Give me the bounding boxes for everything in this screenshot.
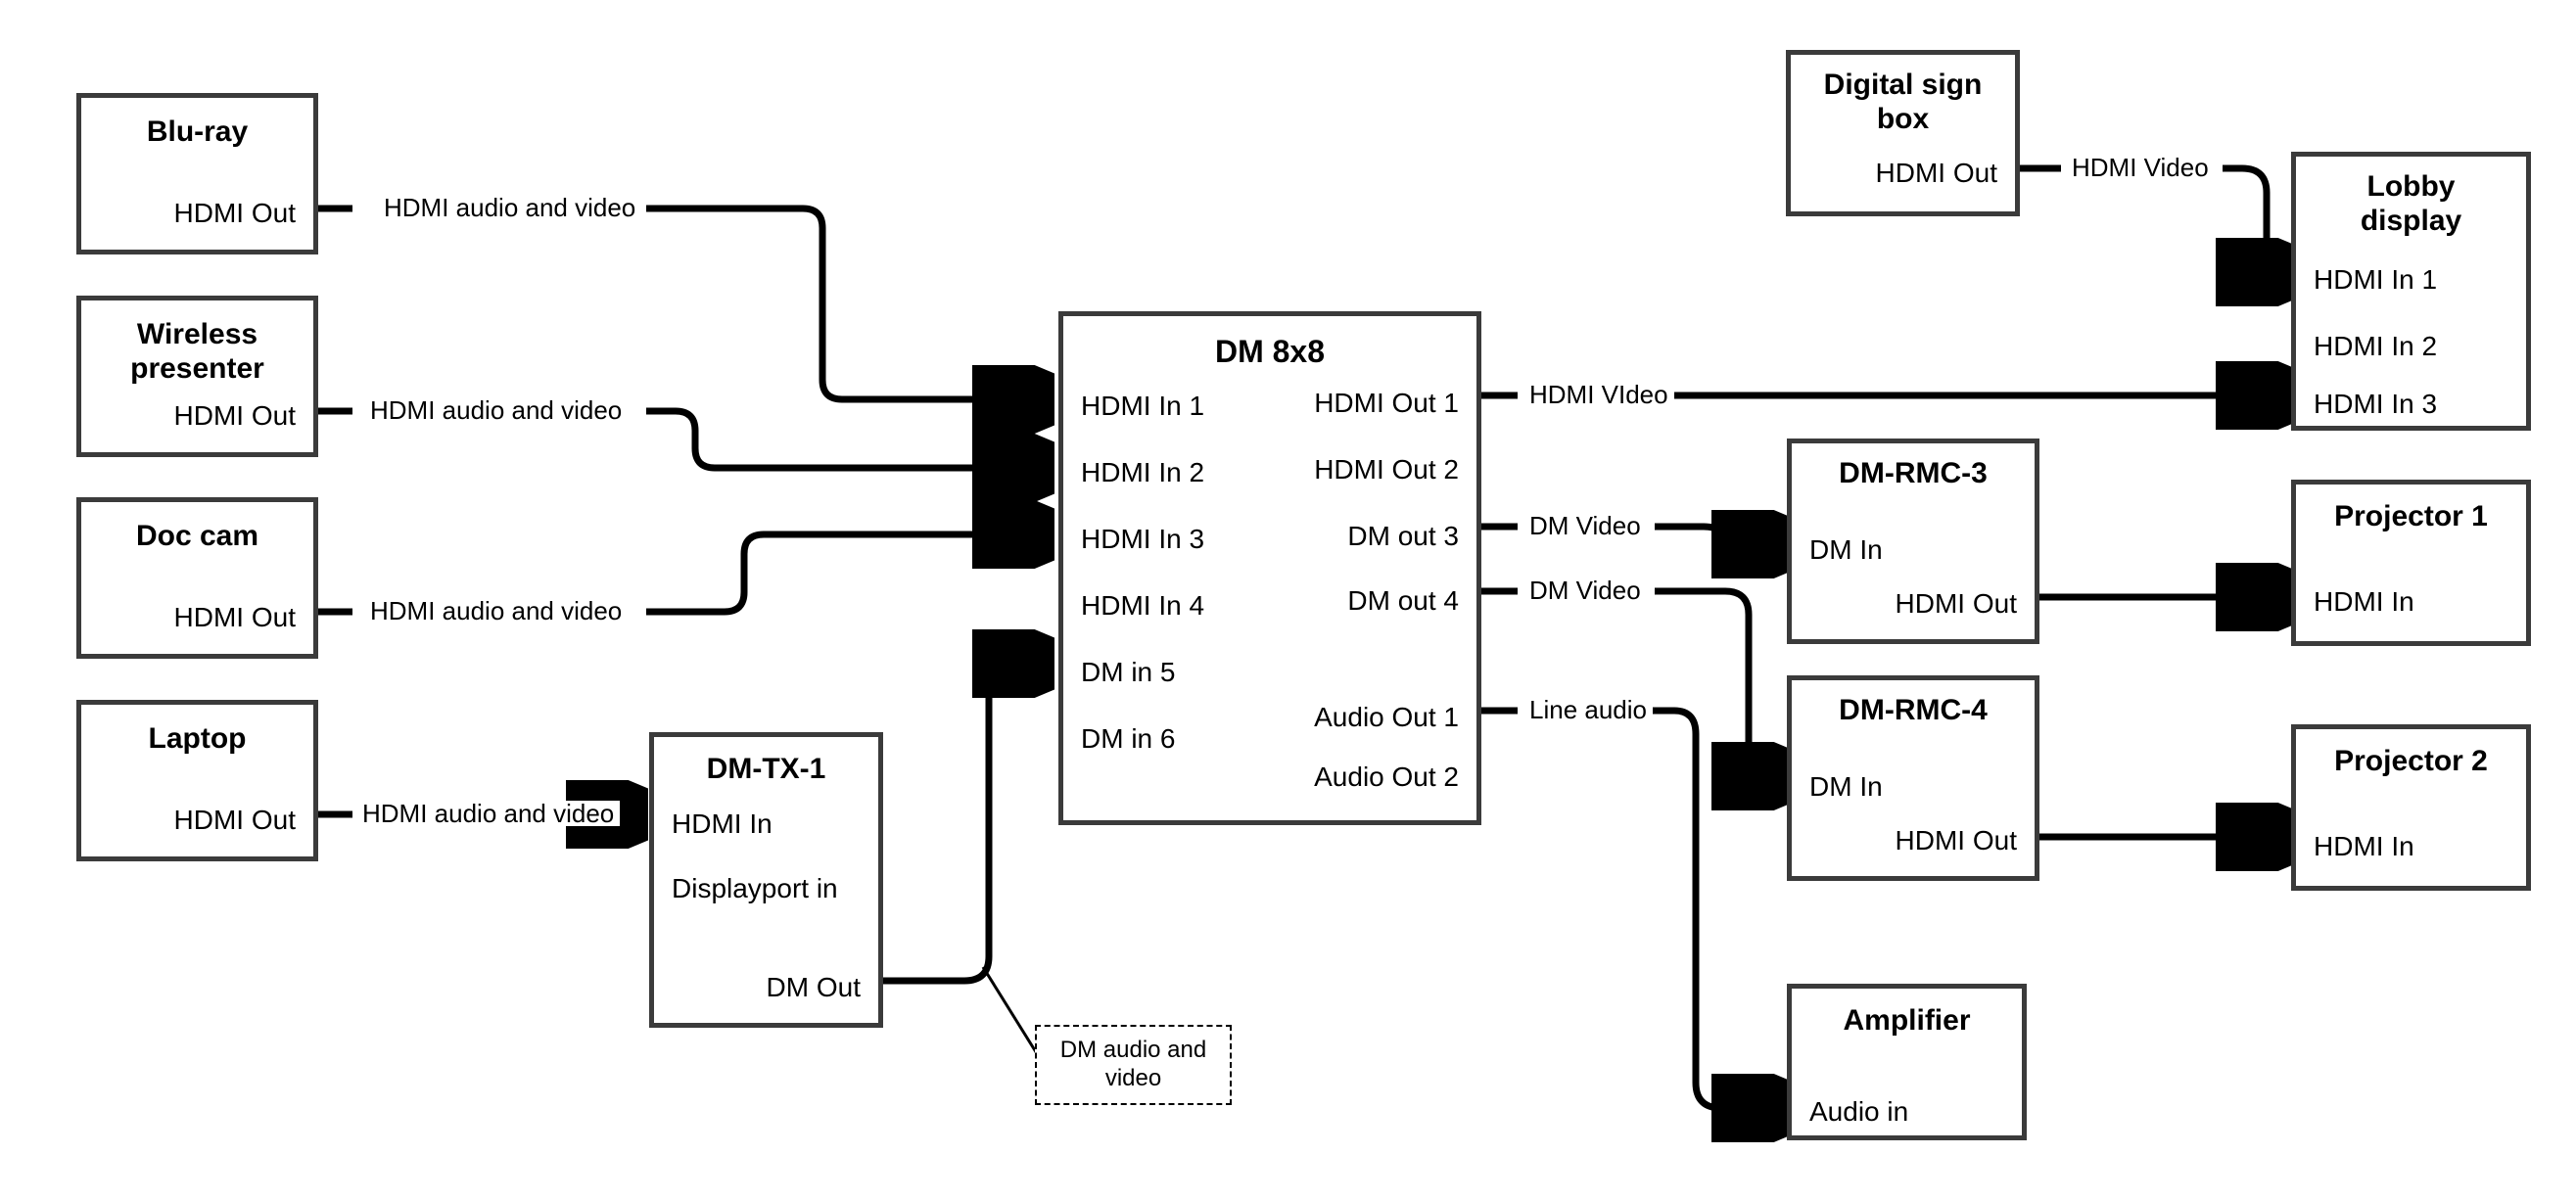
node-projector-1-title: Projector 1 [2334, 500, 2488, 532]
edge-label-signbox-to-lobby: HDMI Video [2066, 155, 2215, 180]
node-dm-rmc-3-port-hdmi-out: HDMI Out [1895, 588, 2017, 619]
node-bluray-title: Blu-ray [146, 115, 249, 148]
node-lobby-display-port-hdmi-in-1: HDMI In 1 [2314, 264, 2438, 295]
edge-label-doccam-to-dm8x8: HDMI audio and video [364, 598, 629, 624]
node-bluray[interactable]: Blu-ray HDMI Out [76, 93, 318, 254]
node-dm-tx-1-port-displayport-in: Displayport in [672, 873, 838, 903]
node-dm-rmc-4-port-dm-in: DM In [1809, 771, 1883, 802]
node-digital-sign-box-port-hdmi-out: HDMI Out [1875, 158, 1997, 188]
node-wireless-presenter-title: Wireless presenter [130, 318, 264, 385]
node-dm-8x8-port-hdmi-in-1: HDMI In 1 [1081, 391, 1205, 421]
node-lobby-display-title: Lobby display [2360, 170, 2462, 237]
node-doc-cam[interactable]: Doc cam HDMI Out [76, 497, 318, 659]
node-doc-cam-title: Doc cam [135, 520, 259, 552]
wire-doccam-to-dm8x8 [646, 534, 1048, 616]
wire-signbox-to-lobby-hdmi1 [2223, 164, 2291, 272]
node-dm-8x8[interactable]: DM 8x8 HDMI In 1 HDMI In 2 HDMI In 3 HDM… [1058, 311, 1481, 825]
wire-wireless-to-dm8x8 [646, 407, 1048, 468]
edge-label-dm-out-4: DM Video [1523, 577, 1647, 603]
node-dm-tx-1-title: DM-TX-1 [706, 753, 826, 785]
node-dm-tx-1-port-hdmi-in: HDMI In [672, 808, 773, 839]
node-wireless-presenter[interactable]: Wireless presenter HDMI Out [76, 296, 318, 457]
node-amplifier[interactable]: Amplifier Audio in [1787, 984, 2027, 1140]
wire-dmtx1-to-dm8x8 [883, 664, 1048, 985]
node-dm-tx-1-port-dm-out: DM Out [766, 972, 861, 1002]
node-dm-8x8-port-audio-out-1: Audio Out 1 [1314, 702, 1459, 732]
wire-dm8x8-to-amplifier [1645, 707, 1787, 1108]
node-dm-8x8-port-hdmi-in-4: HDMI In 4 [1081, 590, 1205, 621]
edge-label-dm8x8-hdmi-out-1: HDMI VIdeo [1523, 382, 1674, 407]
node-dm-rmc-3-title: DM-RMC-3 [1839, 457, 1988, 489]
node-dm-8x8-port-hdmi-in-2: HDMI In 2 [1081, 457, 1205, 487]
node-projector-1-port-hdmi-in: HDMI In [2314, 586, 2414, 617]
node-lobby-display[interactable]: Lobby display HDMI In 1 HDMI In 2 HDMI I… [2291, 152, 2531, 431]
wire-bluray-to-dm8x8 [646, 205, 1048, 399]
node-dm-rmc-4-port-hdmi-out: HDMI Out [1895, 825, 2017, 855]
node-dm-8x8-title: DM 8x8 [1214, 334, 1326, 369]
node-lobby-display-port-hdmi-in-3: HDMI In 3 [2314, 389, 2438, 419]
wire-annotation-leader [981, 966, 1040, 1056]
node-projector-2-title: Projector 2 [2334, 745, 2488, 777]
node-projector-2-port-hdmi-in: HDMI In [2314, 831, 2414, 861]
node-projector-2[interactable]: Projector 2 HDMI In [2291, 724, 2531, 891]
node-dm-rmc-3[interactable]: DM-RMC-3 DM In HDMI Out [1787, 439, 2039, 644]
node-dm-8x8-port-dm-in-6: DM in 6 [1081, 723, 1176, 754]
wire-dm8x8-to-rmc4 [1655, 587, 1787, 776]
node-dm-8x8-port-dm-out-3: DM out 3 [1347, 521, 1459, 551]
node-laptop-port-hdmi-out: HDMI Out [173, 805, 296, 835]
node-digital-sign-box-title: Digital sign box [1823, 69, 1983, 135]
node-doc-cam-port-hdmi-out: HDMI Out [173, 602, 296, 632]
node-digital-sign-box[interactable]: Digital sign box HDMI Out [1786, 50, 2020, 216]
node-dm-8x8-port-audio-out-2: Audio Out 2 [1314, 762, 1459, 792]
edge-label-laptop-to-dmtx1: HDMI audio and video [356, 801, 621, 826]
node-dm-rmc-3-port-dm-in: DM In [1809, 534, 1883, 565]
node-lobby-display-port-hdmi-in-2: HDMI In 2 [2314, 331, 2438, 361]
node-projector-1[interactable]: Projector 1 HDMI In [2291, 480, 2531, 646]
edge-label-line-audio: Line audio [1523, 697, 1653, 722]
node-amplifier-title: Amplifier [1843, 1004, 1971, 1037]
node-dm-8x8-port-hdmi-out-2: HDMI Out 2 [1314, 454, 1459, 485]
node-amplifier-port-audio-in: Audio in [1809, 1096, 1909, 1127]
node-dm-8x8-port-dm-out-4: DM out 4 [1347, 585, 1459, 616]
edge-label-wireless-to-dm8x8: HDMI audio and video [364, 397, 629, 423]
node-dm-tx-1[interactable]: DM-TX-1 HDMI In Displayport in DM Out [649, 732, 883, 1028]
node-laptop-title: Laptop [148, 722, 247, 755]
node-dm-rmc-4[interactable]: DM-RMC-4 DM In HDMI Out [1787, 675, 2039, 881]
edge-label-dm-out-3: DM Video [1523, 513, 1647, 538]
annotation-dm-audio-and-video: DM audio and video [1035, 1025, 1232, 1105]
node-bluray-port-hdmi-out: HDMI Out [173, 198, 296, 228]
edge-label-bluray-to-dm8x8: HDMI audio and video [378, 195, 642, 220]
node-dm-8x8-port-hdmi-in-3: HDMI In 3 [1081, 524, 1205, 554]
node-wireless-presenter-port-hdmi-out: HDMI Out [173, 400, 296, 431]
node-laptop[interactable]: Laptop HDMI Out [76, 700, 318, 861]
wire-dm8x8-to-rmc3 [1655, 527, 1787, 544]
node-dm-8x8-port-dm-in-5: DM in 5 [1081, 657, 1176, 687]
node-dm-8x8-port-hdmi-out-1: HDMI Out 1 [1314, 388, 1459, 418]
node-dm-rmc-4-title: DM-RMC-4 [1839, 694, 1988, 726]
